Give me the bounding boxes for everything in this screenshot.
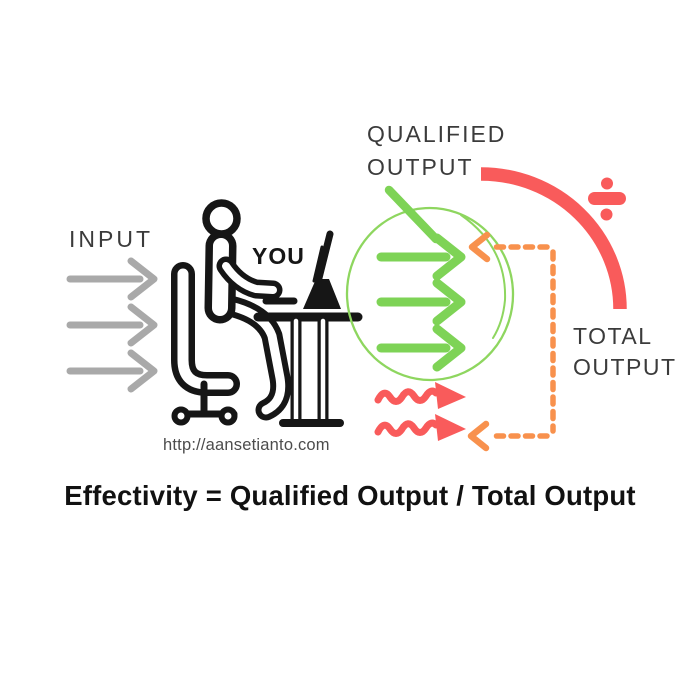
input-arrows-icon bbox=[66, 257, 158, 393]
division-arc-icon bbox=[480, 167, 627, 310]
feedback-dashed-path-icon bbox=[467, 231, 556, 452]
qualified-arrows-icon bbox=[376, 185, 466, 372]
total-output-label: TOTAL OUTPUT bbox=[573, 323, 677, 380]
qualified-output-label: QUALIFIED OUTPUT bbox=[367, 121, 507, 180]
divide-icon bbox=[588, 177, 626, 221]
person-at-desk-icon bbox=[171, 199, 363, 427]
input-label: INPUT bbox=[69, 226, 153, 252]
qualified-circle-icon bbox=[345, 206, 515, 382]
arrowhead bbox=[467, 420, 490, 452]
arrowhead bbox=[468, 231, 491, 263]
website-url: http://aansetianto.com bbox=[163, 436, 330, 454]
formula-text: Effectivity = Qualified Output / Total O… bbox=[64, 480, 636, 511]
head bbox=[202, 199, 241, 238]
rejected-wavy-arrows-icon bbox=[374, 382, 466, 441]
monitor-screen bbox=[314, 230, 334, 286]
monitor-base bbox=[303, 279, 341, 309]
chair-wheel bbox=[171, 406, 191, 426]
label-connector-line bbox=[384, 185, 441, 244]
you-label: YOU bbox=[252, 243, 305, 269]
chair-wheel bbox=[218, 406, 238, 426]
